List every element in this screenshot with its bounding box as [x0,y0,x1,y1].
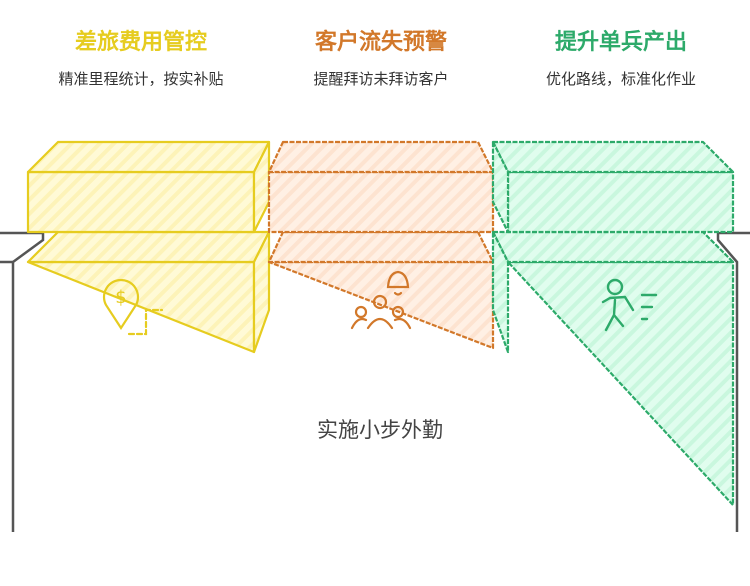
block-green [491,140,735,507]
block-orange [267,140,495,350]
svg-text:$: $ [115,287,126,308]
frame-left [0,231,45,532]
location-dollar-icon: $ [102,278,164,336]
column-2-title: 客户流失预警 [314,30,447,55]
customers-bell-icon [350,270,412,330]
center-label: 实施小步外勤 [317,418,443,442]
column-3-description: 优化路线，标准化作业 [545,70,696,88]
running-person-icon [601,278,658,332]
column-2-description: 提醒拜访未拜访客户 [313,70,449,88]
column-1-description: 精准里程统计，按实补贴 [58,70,224,88]
column-3-title: 提升单兵产出 [554,30,687,55]
column-1-title: 差旅费用管控 [74,30,207,55]
block-yellow [26,140,271,354]
